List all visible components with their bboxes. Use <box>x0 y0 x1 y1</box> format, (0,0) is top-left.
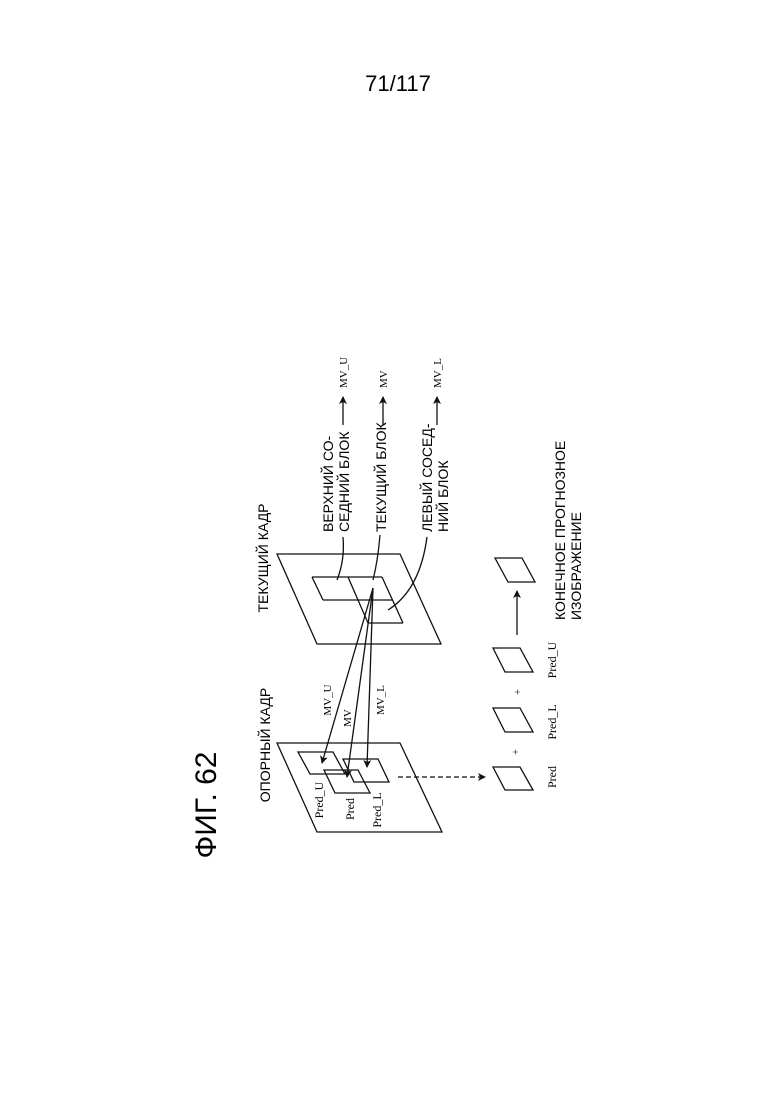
mv-l-legend-label: MV_L <box>432 358 444 388</box>
current-block-label: ТЕКУЩИЙ БЛОК <box>372 422 389 533</box>
left-block-label-2: НИЙ БЛОК <box>434 460 451 532</box>
reference-frame-title: ОПОРНЫЙ КАДР <box>256 688 273 802</box>
current-frame-outline <box>277 554 441 644</box>
plus-sign-2: + <box>512 689 524 695</box>
pred-label: Pred <box>343 798 357 820</box>
pred-l-term-shape <box>493 708 533 732</box>
mv-u-label: MV_U <box>322 684 334 715</box>
mv-label: MV <box>342 709 354 727</box>
plus-sign-1: + <box>510 749 522 755</box>
pred-u-term-label: Pred_U <box>545 641 559 678</box>
reference-frame-outline <box>277 743 442 832</box>
pred-term-shape <box>493 767 533 790</box>
mv-arrow <box>347 588 373 777</box>
current-block-leader <box>373 535 380 580</box>
motion-vectors: MV_U MV MV_L <box>322 588 387 777</box>
final-prediction-shape <box>495 558 535 582</box>
upper-block-label-2: СЕДНИЙ БЛОК <box>335 431 352 532</box>
left-block-label-1: ЛЕВЫЙ СОСЕД- <box>418 423 435 532</box>
mv-u-arrow <box>322 588 373 763</box>
pred-term-label: Pred <box>545 766 559 788</box>
current-frame-title: ТЕКУЩИЙ КАДР <box>254 503 271 612</box>
upper-block-leader <box>337 537 343 580</box>
pred-l-label: Pred_L <box>370 792 384 827</box>
figure-title: ФИГ. 62 <box>190 752 223 859</box>
final-prediction-label-2: ИЗОБРАЖЕНИЕ <box>568 512 584 620</box>
mv-legend-label: MV <box>378 370 390 388</box>
page-number: 71/117 <box>365 71 431 96</box>
current-frame-blocks <box>312 577 403 623</box>
upper-block-label-1: ВЕРХНИЙ СО- <box>319 435 336 532</box>
mv-l-arrow <box>367 588 373 767</box>
pred-u-term-shape <box>493 648 533 672</box>
final-prediction-label-1: КОНЕЧНОЕ ПРОГНОЗНОЕ <box>552 441 568 620</box>
pred-u-label: Pred_U <box>312 781 326 818</box>
mv-u-legend-label: MV_U <box>338 357 350 388</box>
current-frame: ТЕКУЩИЙ КАДР ВЕРХНИЙ СО- СЕДНИЙ БЛОК ТЕК… <box>254 422 451 645</box>
pred-l-term-label: Pred_L <box>545 704 559 739</box>
pred-u-block <box>298 752 345 774</box>
mv-l-label: MV_L <box>375 685 387 715</box>
vector-legend: MV_U MV MV_L <box>338 357 444 425</box>
